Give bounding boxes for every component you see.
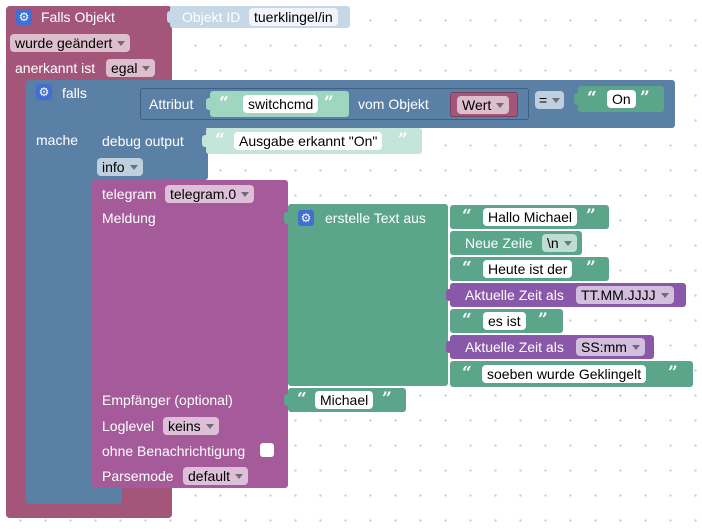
operator-dropdown[interactable]: = bbox=[535, 91, 565, 109]
close-quote-icon: ” bbox=[586, 206, 596, 226]
trigger-block-bottom bbox=[6, 500, 172, 518]
value-dropdown[interactable]: Wert bbox=[457, 96, 510, 114]
close-quote-icon: ” bbox=[586, 258, 596, 278]
ack-label: anerkannt ist bbox=[15, 60, 96, 76]
close-quote-icon: ” bbox=[324, 93, 334, 113]
compare-connector bbox=[125, 90, 131, 102]
join-item-6-time[interactable]: Aktuelle Zeit als SS:mm bbox=[446, 335, 654, 359]
recipient-string-block[interactable]: “ Michael ” bbox=[284, 388, 406, 412]
compare-value[interactable]: On bbox=[607, 90, 636, 108]
newline-dropdown[interactable]: \n bbox=[542, 234, 577, 252]
close-quote-icon: ” bbox=[382, 389, 392, 409]
if-block-bottom bbox=[26, 488, 122, 502]
parsemode-dropdown[interactable]: default bbox=[183, 467, 249, 485]
compare-string-block[interactable]: “ On ” bbox=[574, 86, 664, 112]
open-quote-icon: “ bbox=[215, 130, 225, 150]
text-join-connector bbox=[284, 212, 290, 224]
close-quote-icon: ” bbox=[398, 130, 408, 150]
open-quote-icon: “ bbox=[587, 88, 597, 108]
join-item-7-value[interactable]: soeben wurde Geklingelt bbox=[482, 365, 647, 383]
telegram-block[interactable]: telegram telegram.0 Meldung Empfänger (o… bbox=[92, 180, 288, 488]
debug-output-block[interactable]: debug output info bbox=[92, 128, 208, 180]
if-label: falls bbox=[62, 85, 87, 101]
join-item-7[interactable]: “ soeben wurde Geklingelt ” bbox=[450, 361, 693, 387]
ack-dropdown[interactable]: egal bbox=[106, 59, 156, 77]
loglevel-label: Loglevel bbox=[102, 418, 155, 434]
string-connector bbox=[202, 135, 208, 147]
join-item-2-newline[interactable]: Neue Zeile \n bbox=[450, 231, 582, 255]
join-item-4-time[interactable]: Aktuelle Zeit als TT.MM.JJJJ bbox=[446, 283, 686, 307]
message-label: Meldung bbox=[102, 210, 156, 226]
time-label-2: Aktuelle Zeit als bbox=[465, 339, 564, 355]
join-item-5[interactable]: “ es ist ” bbox=[450, 309, 563, 333]
debug-label: debug output bbox=[102, 133, 184, 149]
newline-label: Neue Zeile bbox=[465, 235, 533, 251]
join-item-5-value[interactable]: es ist bbox=[483, 312, 526, 330]
recipient-label: Empfänger (optional) bbox=[102, 392, 233, 408]
object-id-block[interactable]: Objekt ID tuerklingel/in bbox=[167, 6, 350, 28]
parsemode-label: Parsemode bbox=[102, 468, 174, 484]
of-object-label: vom Objekt bbox=[358, 96, 429, 112]
gear-icon[interactable]: ⚙ bbox=[298, 210, 314, 226]
time-connector bbox=[446, 341, 452, 353]
text-join-label: erstelle Text aus bbox=[325, 210, 426, 226]
string-connector bbox=[206, 98, 212, 110]
attribute-value[interactable]: switchcmd bbox=[243, 95, 319, 113]
open-quote-icon: “ bbox=[462, 363, 472, 383]
attribute-label: Attribut bbox=[149, 96, 194, 112]
trigger-block-right-edge bbox=[160, 6, 172, 80]
attribute-string-block[interactable]: “ switchcmd ” bbox=[206, 91, 349, 117]
recipient-value[interactable]: Michael bbox=[315, 391, 374, 409]
open-quote-icon: “ bbox=[297, 389, 307, 409]
silent-label: ohne Benachrichtigung bbox=[102, 443, 246, 459]
open-quote-icon: “ bbox=[462, 258, 472, 278]
silent-checkbox[interactable] bbox=[260, 443, 274, 457]
close-quote-icon: ” bbox=[640, 88, 650, 108]
telegram-label: telegram bbox=[102, 186, 157, 202]
gear-icon[interactable]: ⚙ bbox=[36, 84, 52, 100]
join-item-1[interactable]: “ Hallo Michael ” bbox=[450, 205, 609, 229]
time-format-1-dropdown[interactable]: TT.MM.JJJJ bbox=[576, 286, 674, 304]
trigger-title: Falls Objekt bbox=[41, 9, 115, 25]
change-mode-dropdown[interactable]: wurde geändert bbox=[10, 34, 131, 52]
do-label: mache bbox=[36, 132, 79, 148]
telegram-instance-dropdown[interactable]: telegram.0 bbox=[165, 185, 255, 203]
time-label-1: Aktuelle Zeit als bbox=[465, 287, 564, 303]
object-id-value[interactable]: tuerklingel/in bbox=[249, 8, 338, 26]
open-quote-icon: “ bbox=[462, 206, 472, 226]
time-connector bbox=[446, 289, 452, 301]
time-format-2-dropdown[interactable]: SS:mm bbox=[576, 338, 645, 356]
open-quote-icon: “ bbox=[219, 93, 229, 113]
object-id-label: Objekt ID bbox=[182, 9, 241, 25]
object-id-connector bbox=[167, 11, 173, 23]
text-join-block[interactable]: ⚙ erstelle Text aus bbox=[284, 204, 448, 386]
join-item-1-value[interactable]: Hallo Michael bbox=[483, 208, 578, 226]
close-quote-icon: ” bbox=[538, 310, 548, 330]
join-item-3-value[interactable]: Heute ist der bbox=[483, 260, 573, 278]
join-item-3[interactable]: “ Heute ist der ” bbox=[450, 257, 609, 281]
debug-level-dropdown[interactable]: info bbox=[97, 158, 143, 176]
loglevel-dropdown[interactable]: keins bbox=[163, 417, 219, 435]
debug-message[interactable]: Ausgabe erkannt "On" bbox=[234, 132, 383, 150]
debug-string-block[interactable]: “ Ausgabe erkannt "On" ” bbox=[202, 128, 422, 154]
gear-icon[interactable]: ⚙ bbox=[16, 9, 32, 25]
open-quote-icon: “ bbox=[462, 310, 472, 330]
value-object-block[interactable]: Wert bbox=[450, 92, 518, 117]
string-connector bbox=[284, 394, 290, 406]
string-connector bbox=[574, 93, 580, 105]
close-quote-icon: ” bbox=[668, 363, 678, 383]
